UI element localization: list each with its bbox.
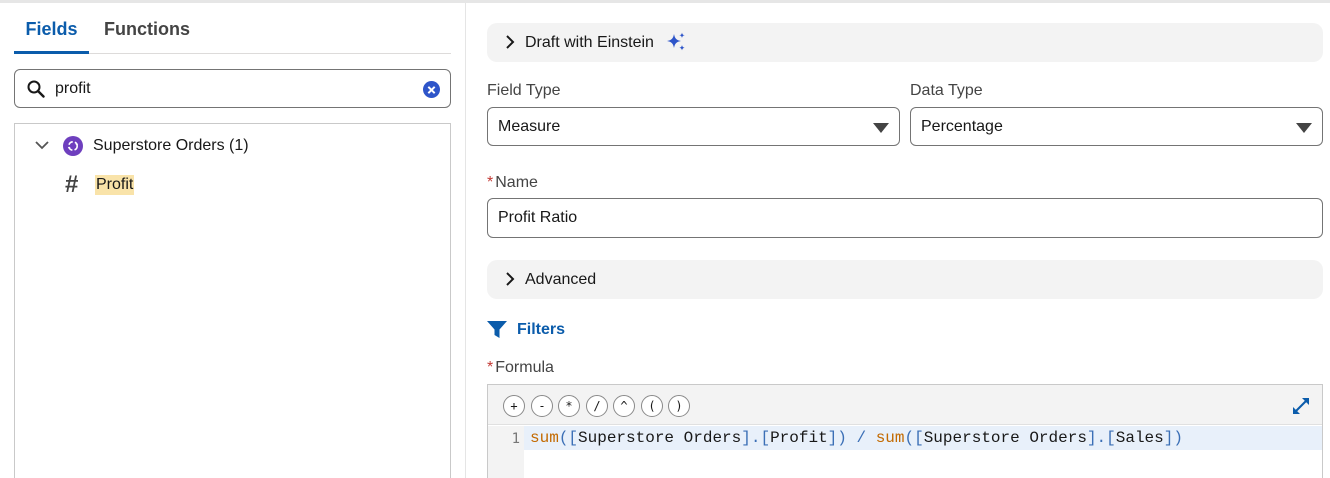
chevron-down-icon[interactable] (35, 138, 49, 152)
panel-tabs: Fields Functions (14, 11, 451, 54)
field-type-select[interactable]: Measure (487, 107, 900, 146)
data-type-select[interactable]: Percentage (910, 107, 1323, 146)
formula-editor[interactable]: + - * / ^ ( ) 1 sum([Superstore Orders].… (487, 384, 1323, 478)
chevron-right-icon (506, 35, 515, 49)
operator-minus-button[interactable]: - (531, 395, 553, 417)
code-function: sum (875, 429, 905, 447)
fields-panel: Fields Functions profit Superstor (0, 3, 466, 478)
tree-item-superstore-orders[interactable]: Superstore Orders (1) (93, 137, 249, 154)
data-type-value: Percentage (921, 118, 1003, 135)
code-bracket: ([ (904, 429, 924, 447)
active-line-highlight (524, 426, 1322, 450)
clear-search-icon[interactable] (423, 81, 440, 98)
dropdown-arrow-icon (873, 123, 889, 133)
chevron-right-icon (506, 272, 515, 286)
line-gutter (488, 426, 524, 478)
formula-toolbar: + - * / ^ ( ) (488, 385, 1322, 425)
operator-open-paren-button[interactable]: ( (641, 395, 663, 417)
operator-multiply-button[interactable]: * (558, 395, 580, 417)
search-input[interactable]: profit (14, 69, 451, 108)
code-field: Profit (770, 429, 828, 447)
advanced-label: Advanced (525, 271, 597, 288)
tab-fields[interactable]: Fields (14, 11, 89, 54)
data-type-label: Data Type (910, 82, 983, 99)
operator-close-paren-button[interactable]: ) (668, 395, 690, 417)
name-input[interactable]: Profit Ratio (487, 198, 1323, 238)
einstein-label: Draft with Einstein (525, 34, 654, 51)
line-number: 1 (511, 431, 520, 447)
code-dataset: Superstore Orders (578, 429, 742, 447)
field-tree: Superstore Orders (1) # Profit (14, 123, 451, 478)
advanced-accordion[interactable]: Advanced (487, 260, 1323, 299)
dataset-icon (63, 136, 83, 156)
formula-label-text: Formula (495, 359, 554, 376)
filters-label: Filters (517, 321, 566, 338)
tab-functions[interactable]: Functions (104, 19, 190, 39)
operator-plus-button[interactable]: + (503, 395, 525, 417)
search-value: profit (55, 80, 91, 97)
code-function: sum (530, 429, 559, 447)
code-dataset: Superstore Orders (923, 429, 1087, 447)
required-marker: * (487, 359, 494, 376)
code-bracket: ].[ (1086, 429, 1116, 447)
measure-icon: # (65, 171, 79, 198)
sparkle-icon (667, 32, 685, 51)
code-bracket: ([ (558, 429, 579, 447)
operator-divide-button[interactable]: / (586, 395, 608, 417)
code-bracket: ]) (1163, 429, 1183, 447)
operator-power-button[interactable]: ^ (613, 395, 635, 417)
code-operator: / (846, 429, 876, 447)
top-divider (0, 0, 1330, 3)
code-field: Sales (1115, 429, 1164, 447)
formula-code[interactable]: sum([Superstore Orders].[Profit]) / sum(… (530, 430, 1183, 446)
field-type-label: Field Type (487, 82, 561, 99)
tree-item-profit[interactable]: Profit (95, 175, 135, 195)
search-icon (27, 80, 45, 98)
required-marker: * (487, 174, 494, 191)
filter-icon (487, 321, 507, 338)
expand-icon[interactable] (1292, 397, 1310, 415)
code-bracket: ]) (827, 429, 847, 447)
dropdown-arrow-icon (1296, 123, 1312, 133)
field-type-value: Measure (498, 118, 561, 135)
name-label: *Name (487, 173, 538, 193)
field-editor: Draft with Einstein Field Type Measure D… (467, 3, 1330, 478)
formula-label: *Formula (487, 358, 554, 378)
name-label-text: Name (495, 174, 538, 191)
code-bracket: ].[ (741, 429, 771, 447)
einstein-accordion[interactable]: Draft with Einstein (487, 23, 1323, 62)
